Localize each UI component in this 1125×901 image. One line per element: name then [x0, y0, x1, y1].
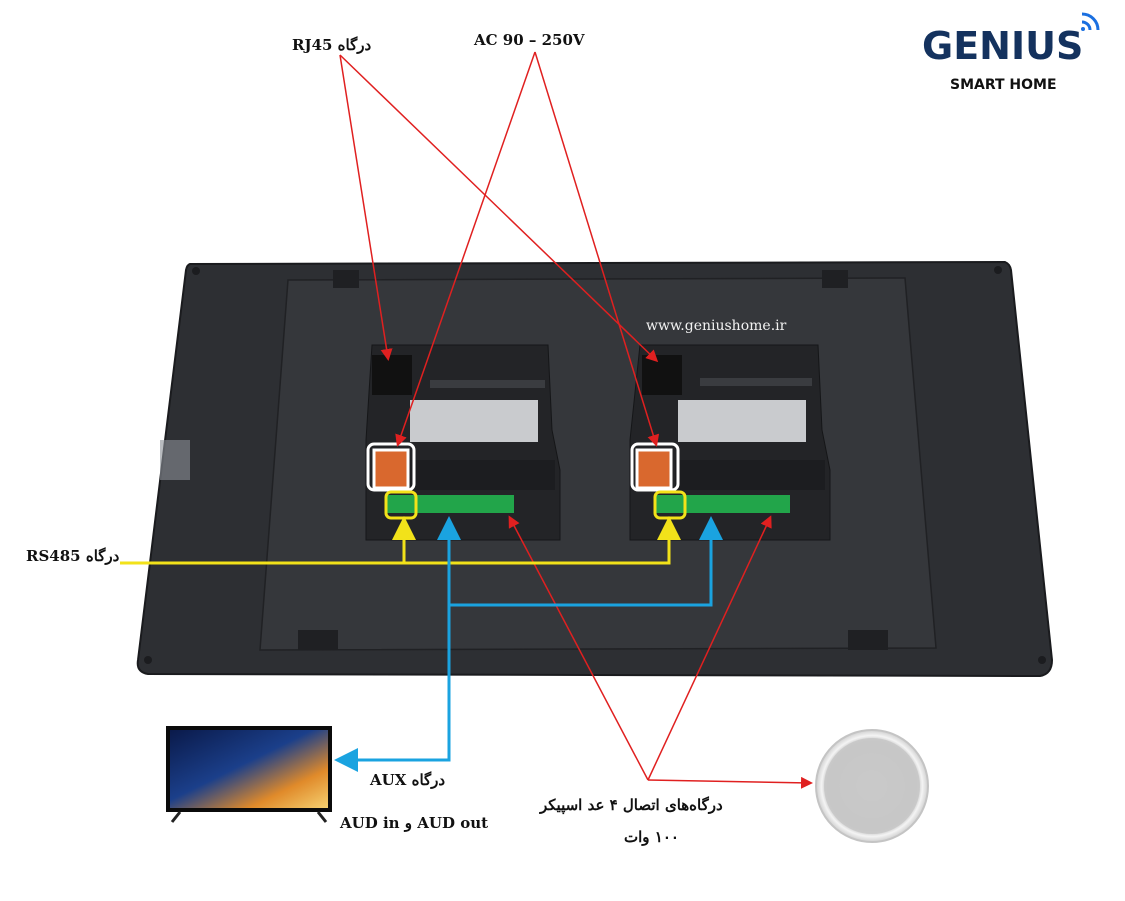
label-speaker-watt: ۱۰۰ وات: [624, 828, 679, 846]
control-module-left: [365, 344, 561, 541]
label-speakers: درگاه‌های اتصال ۴ عد اسپیکر: [540, 796, 723, 814]
speaker-image: [815, 729, 929, 843]
aux-connector-lines: [334, 516, 723, 772]
brand-subtitle: SMART HOME: [950, 77, 1057, 93]
ac-connector-lines: [395, 51, 660, 447]
label-rj45: درگاه RJ45: [292, 36, 372, 54]
website-url: www.geniushome.ir: [646, 318, 787, 334]
label-aux: درگاه AUX: [370, 771, 446, 789]
ac-port-highlight-left: [366, 442, 416, 492]
label-ac-power: AC 90 – 250V: [474, 31, 585, 49]
tv-image: [166, 726, 332, 823]
panel-back: [136, 260, 1054, 678]
label-aud: AUD out و AUD in: [340, 814, 489, 832]
wifi-icon: [1081, 12, 1100, 31]
rj45-connector-lines: [339, 54, 659, 363]
label-rs485: درگاه RS485: [26, 547, 120, 565]
rs485-connector-lines: [120, 516, 681, 565]
brand-logo: GENIUS: [922, 24, 1084, 68]
